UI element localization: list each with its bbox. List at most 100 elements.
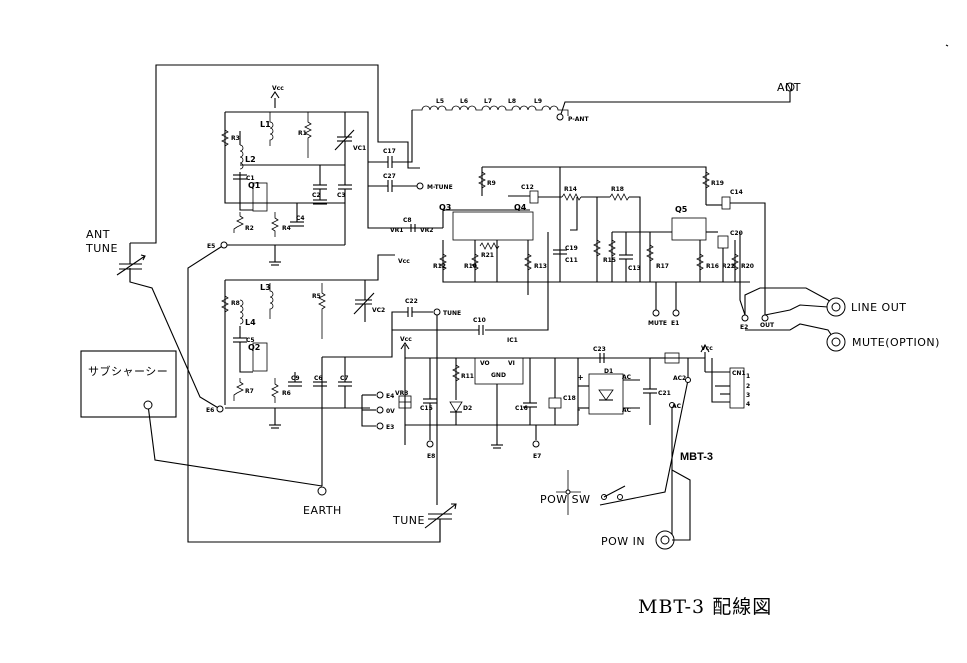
label-d2: D2 <box>463 405 472 412</box>
label-r16: R16 <box>706 263 719 270</box>
label-c20: C20 <box>730 230 743 237</box>
tune-variable-capacitor <box>424 503 457 542</box>
pad-e4: E4 <box>386 393 394 400</box>
power-section <box>398 342 745 540</box>
label-c6: C6 <box>314 375 323 382</box>
pads <box>216 113 769 448</box>
label-l2: L2 <box>245 155 256 164</box>
cn1-pin-2: 2 <box>746 383 750 390</box>
board-name: MBT-3 <box>680 451 713 463</box>
pad-ac2: AC2 <box>673 375 686 382</box>
vcc-top-label: Vcc <box>272 85 284 92</box>
pad-cn1: CN1 <box>732 370 746 377</box>
label-c17: C17 <box>383 148 396 155</box>
label-vc1: VC1 <box>353 145 366 152</box>
power-switch <box>556 470 626 515</box>
label-r19: R19 <box>711 180 724 187</box>
label-r1: R1 <box>298 130 307 137</box>
label-l5: L5 <box>436 98 444 105</box>
rf-section-bottom <box>221 254 433 486</box>
label-c2: C2 <box>312 192 321 199</box>
pad-m-tune: M-TUNE <box>427 184 453 191</box>
label-vr3: VR3 <box>395 390 408 397</box>
label-q4: Q4 <box>514 203 527 212</box>
subchassis-box <box>80 350 177 418</box>
bridge-ac-1: AC <box>622 374 632 381</box>
label-c15: C15 <box>420 405 433 412</box>
label-r7: R7 <box>245 388 254 395</box>
cn1-pin-1: 1 <box>746 373 750 380</box>
label-r3: R3 <box>231 135 240 142</box>
label-c21: C21 <box>658 390 671 397</box>
vcc-cn1-label: Vcc <box>701 345 713 352</box>
pad-0v: 0V <box>386 408 395 415</box>
pad-e8: E8 <box>427 453 435 460</box>
label-c23: C23 <box>593 346 606 353</box>
label-r11: R11 <box>461 373 474 380</box>
chassis-wiring <box>129 64 791 543</box>
pad-e3: E3 <box>386 424 394 431</box>
label-l4: L4 <box>245 318 256 327</box>
label-vr2: VR2 <box>420 227 433 234</box>
label-r22: R22 <box>722 263 735 270</box>
label-r12: R12 <box>433 263 446 270</box>
pad-e1: E1 <box>671 320 679 327</box>
label-l8: L8 <box>508 98 516 105</box>
label-vc2: VC2 <box>372 307 385 314</box>
label-l3: L3 <box>260 283 271 292</box>
rf-section-top <box>221 91 569 266</box>
label-r15: R15 <box>603 257 616 264</box>
label-ic1: IC1 <box>507 337 518 344</box>
ant-label: ANT <box>777 81 801 94</box>
label-c22: C22 <box>405 298 418 305</box>
label-r10: R10 <box>464 263 477 270</box>
pad-e2: E2 <box>740 324 748 331</box>
label-r13: R13 <box>534 263 547 270</box>
pad-e6: E6 <box>206 407 214 414</box>
ant-tune-label-2: TUNE <box>85 242 118 255</box>
ant-tune-capacitor <box>116 243 146 282</box>
label-c8: C8 <box>403 217 412 224</box>
pad-tune: TUNE <box>443 310 461 317</box>
label-r9: R9 <box>487 180 496 187</box>
label-r4: R4 <box>282 225 291 232</box>
label-r5: R5 <box>312 293 321 300</box>
pad-ac: AC <box>672 403 682 410</box>
pow-in-label: POW IN <box>601 535 645 548</box>
label-c3: C3 <box>337 192 346 199</box>
pad-p-ant: P-ANT <box>568 116 589 123</box>
line-out-jack <box>826 297 846 317</box>
label-r17: R17 <box>656 263 669 270</box>
label-c9: C9 <box>291 375 300 382</box>
label-c4: C4 <box>296 215 305 222</box>
label-c16: C16 <box>515 405 528 412</box>
label-q1: Q1 <box>248 181 261 190</box>
label-r14: R14 <box>564 186 577 193</box>
cn1-pin-4: 4 <box>746 401 750 408</box>
label-d1: D1 <box>604 368 613 375</box>
vcc-mid-label: Vcc <box>398 258 410 265</box>
vcc-power-label: Vcc <box>400 336 412 343</box>
label-c14: C14 <box>730 189 743 196</box>
label-r21: R21 <box>481 252 494 259</box>
pow-in-jack <box>655 469 691 550</box>
label-c19: C19 <box>565 245 578 252</box>
tune-label: TUNE <box>392 514 425 527</box>
pow-sw-label: POW SW <box>540 493 591 506</box>
diagram-title: MBT-3 配線図 <box>638 596 772 618</box>
corner-mark <box>945 44 949 47</box>
label-r20: R20 <box>741 263 754 270</box>
pad-e5: E5 <box>207 243 215 250</box>
label-r18: R18 <box>611 186 624 193</box>
subchassis-label: サブシャーシー <box>88 364 168 378</box>
label-ic-vi: VI <box>508 360 515 367</box>
label-vr1: VR1 <box>390 227 403 234</box>
earth-label: EARTH <box>303 504 342 517</box>
label-r2: R2 <box>245 225 254 232</box>
label-q2: Q2 <box>248 343 260 352</box>
mixer-section <box>322 166 837 358</box>
label-c1: C1 <box>246 175 255 182</box>
pad-mute: MUTE <box>648 320 667 327</box>
earth-terminal <box>317 486 327 496</box>
